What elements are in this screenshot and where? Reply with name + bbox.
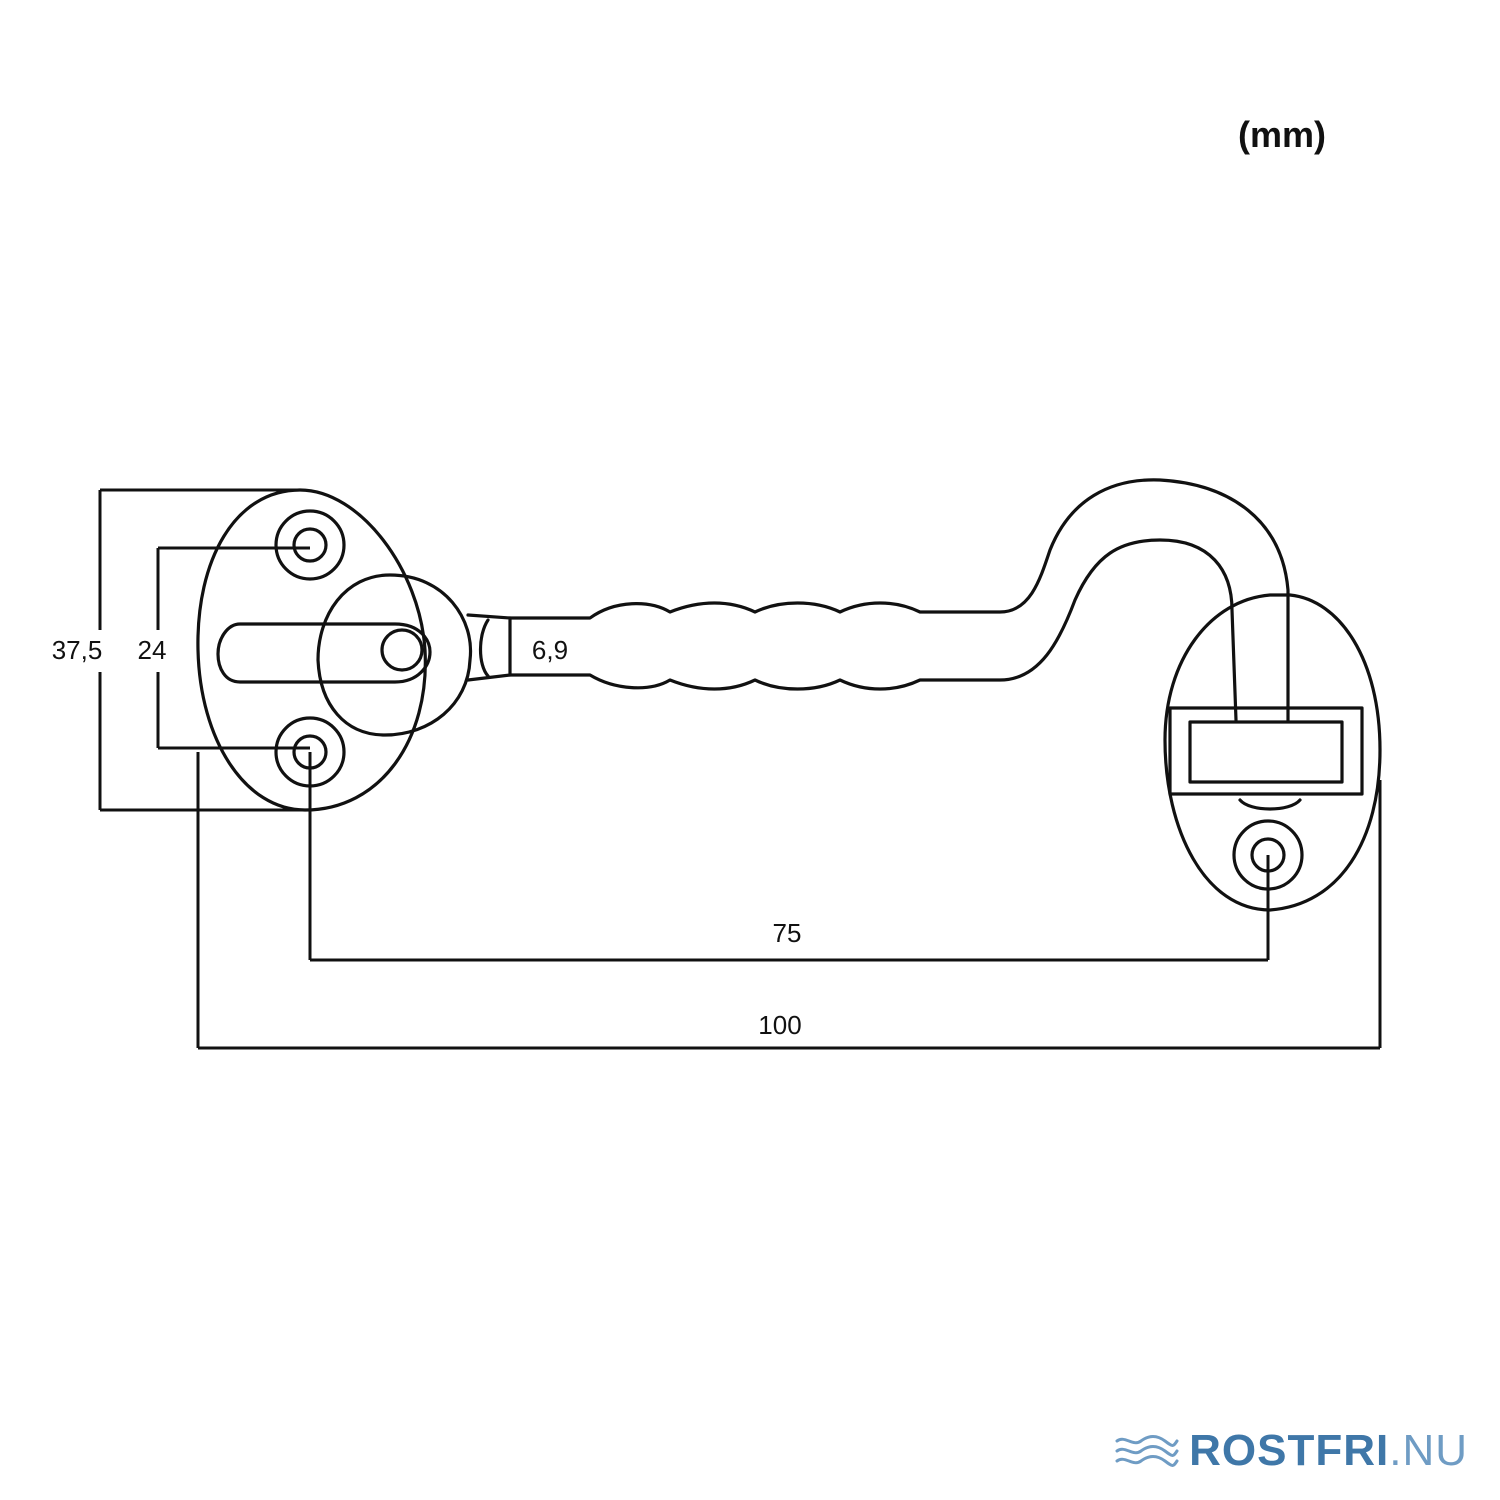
hook-eye [216,573,473,737]
unit-label: (mm) [1238,114,1326,155]
brand-logo: ROSTFRI.NU [1115,1426,1468,1476]
pivot-slot [216,622,432,684]
left-mounting-plate [196,488,427,812]
dim-rod-diameter: 6,9 [532,635,568,665]
brand-text-suffix: .NU [1389,1426,1468,1475]
staple-block [1168,706,1364,796]
right-eye-plate [1163,593,1382,912]
dim-hole-spacing-vertical: 24 [138,635,167,665]
dim-hole-to-hole: 75 [773,918,802,948]
dimension-lines [98,488,1382,1050]
dim-overall-height: 37,5 [52,635,103,665]
brand-text-main: ROSTFRI [1189,1426,1390,1475]
waves-logo-icon [1115,1435,1179,1467]
dim-overall-length: 100 [758,1010,801,1040]
screw-hole-top [274,509,346,581]
brand-wordmark: ROSTFRI.NU [1189,1426,1468,1476]
hook-rod [466,478,1290,722]
